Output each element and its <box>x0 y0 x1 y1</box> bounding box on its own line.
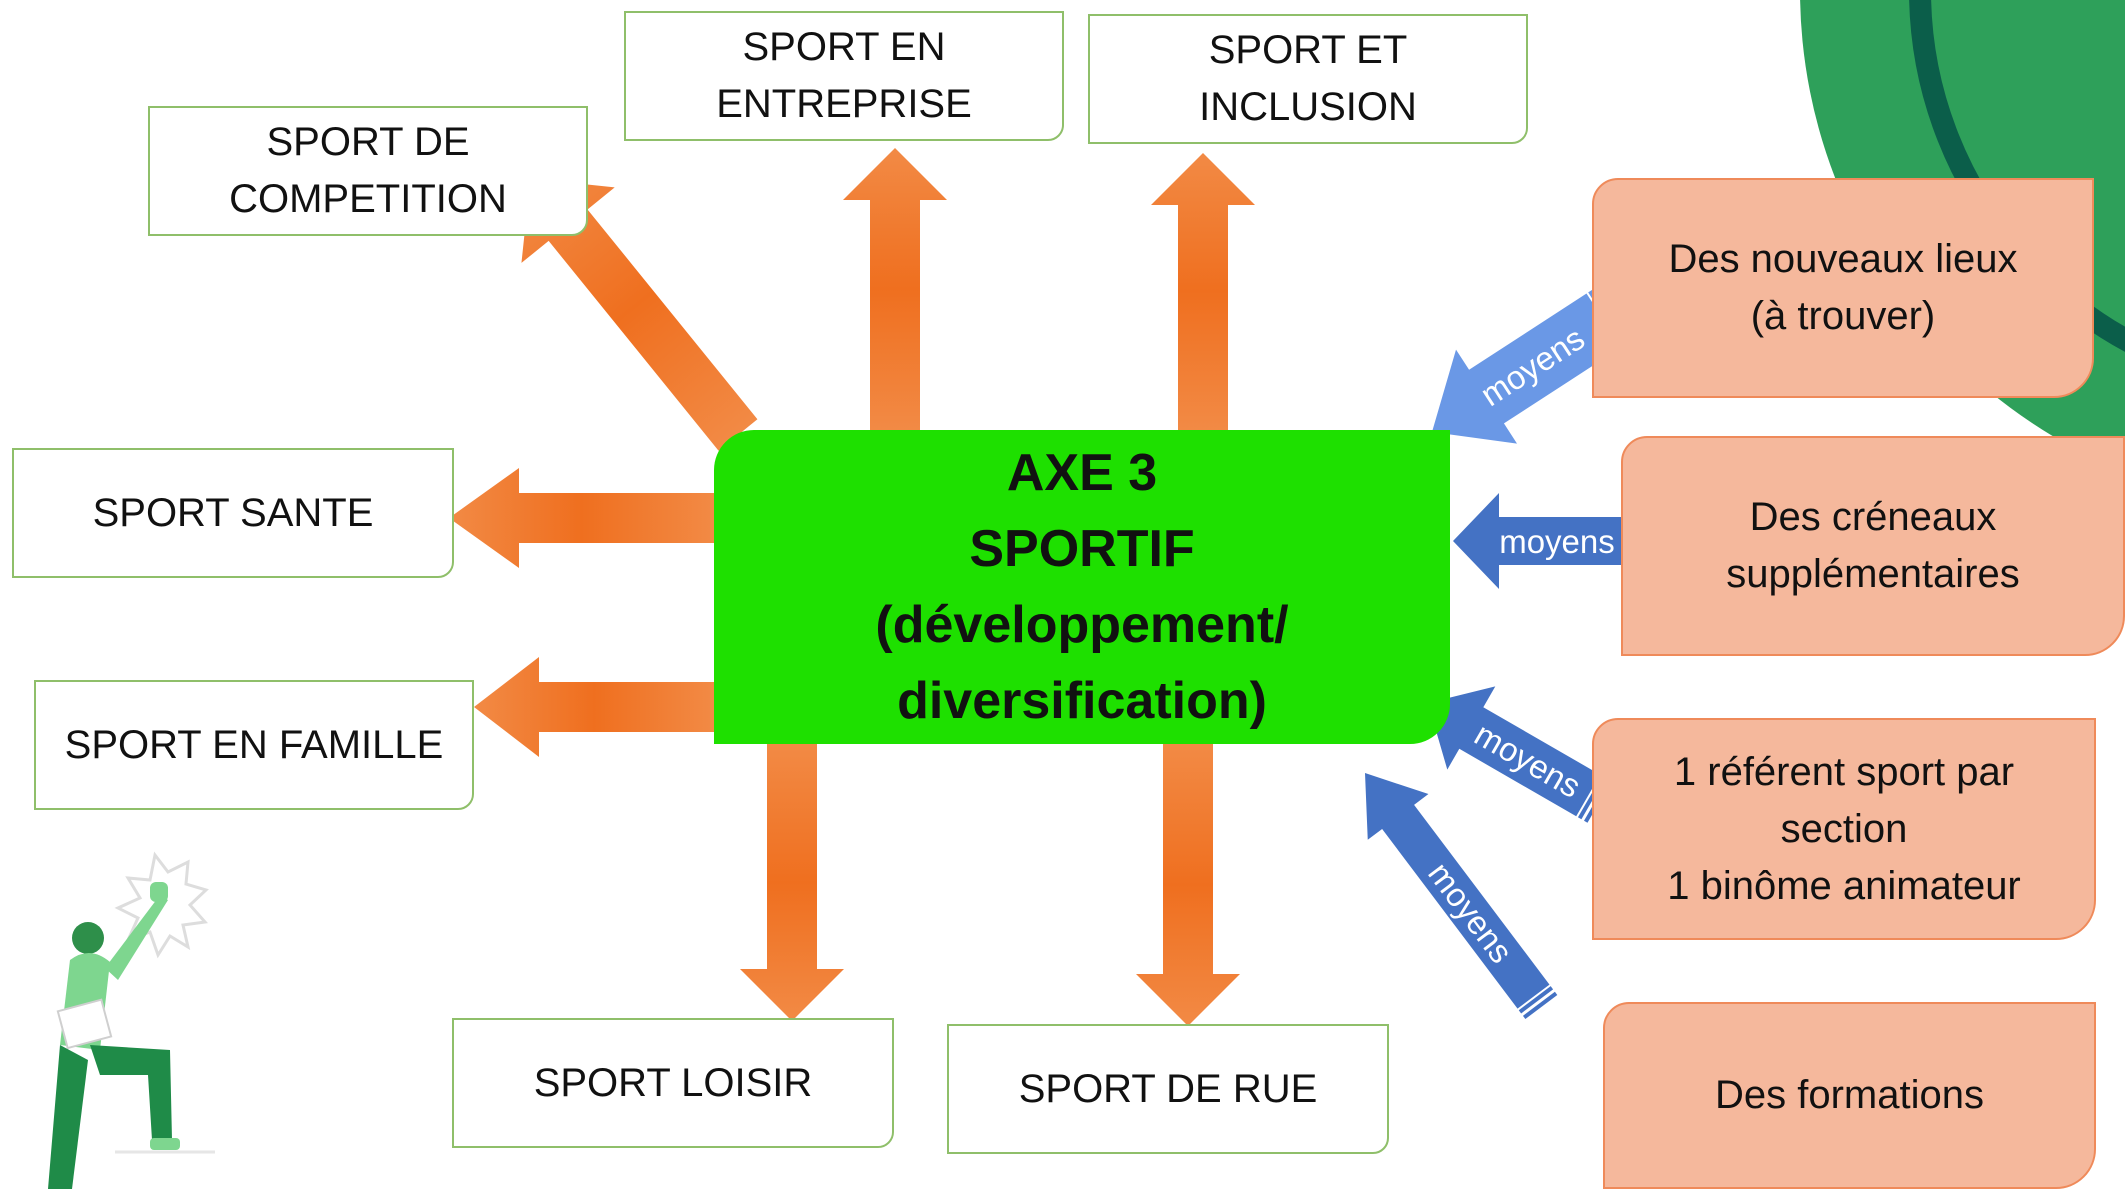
means-box-formations: Des formations <box>1603 1002 2096 1189</box>
outcome-box-inclusion: SPORT ET INCLUSION <box>1088 14 1528 144</box>
means-arrow-creneaux: moyens <box>1453 493 1634 589</box>
outcome-box-rue: SPORT DE RUE <box>947 1024 1389 1154</box>
arrow-to-loisir <box>740 744 844 1021</box>
arrow-to-famille <box>474 657 714 757</box>
arrow-to-inclusion <box>1151 153 1255 430</box>
outcome-box-loisir: SPORT LOISIR <box>452 1018 894 1148</box>
means-box-lieux: Des nouveaux lieux (à trouver) <box>1592 178 2094 398</box>
outcome-box-famille: SPORT EN FAMILLE <box>34 680 474 810</box>
arrow-to-sante <box>449 468 714 568</box>
person-illustration <box>48 851 215 1189</box>
center-axis-box: AXE 3 SPORTIF (développement/ diversific… <box>714 430 1450 744</box>
means-box-creneaux: Des créneaux supplémentaires <box>1621 436 2125 656</box>
arrow-to-entreprise <box>843 148 947 430</box>
outcome-box-entreprise: SPORT EN ENTREPRISE <box>624 11 1064 141</box>
means-label-formations: moyens <box>1421 855 1520 970</box>
means-box-referent: 1 référent sport par section 1 binôme an… <box>1592 718 2096 940</box>
outcome-box-competition: SPORT DE COMPETITION <box>148 106 588 236</box>
arrow-to-rue <box>1136 744 1240 1026</box>
means-label-creneaux: moyens <box>1499 523 1615 560</box>
arrow-to-competition <box>521 178 758 451</box>
outcome-box-sante: SPORT SANTE <box>12 448 454 578</box>
